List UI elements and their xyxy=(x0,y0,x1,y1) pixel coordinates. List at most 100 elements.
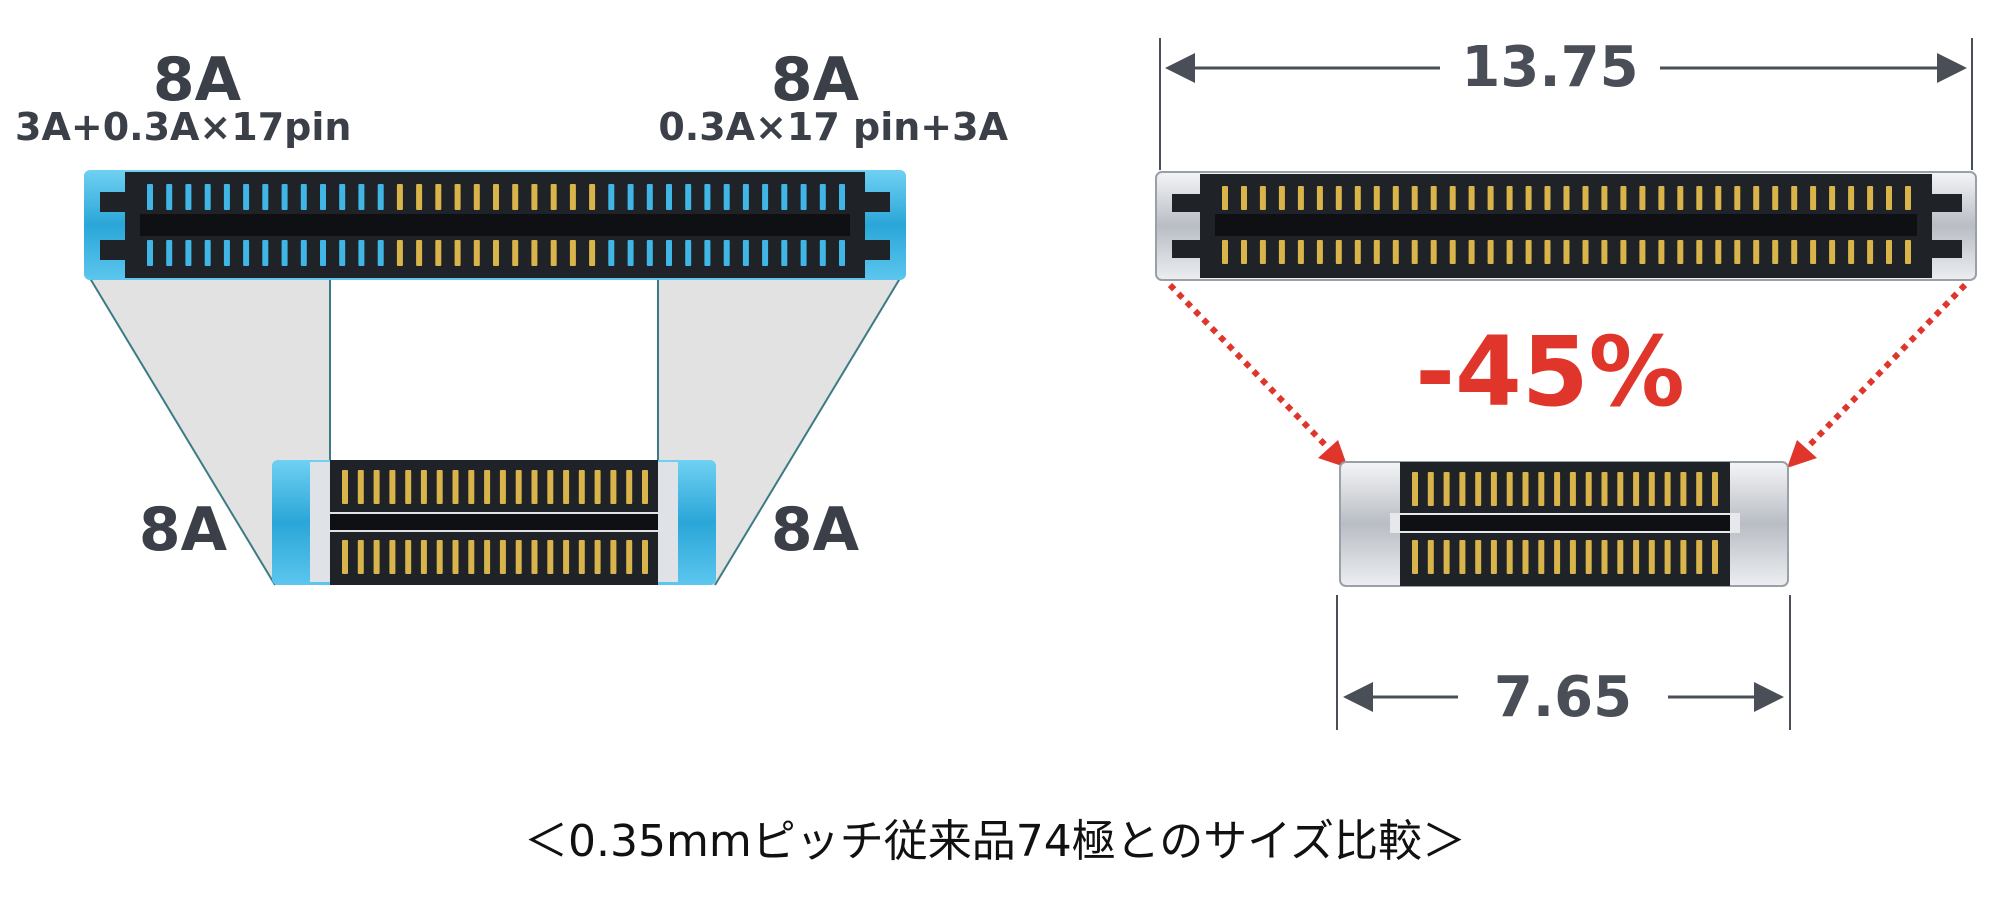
contact-pin xyxy=(1585,540,1592,574)
contact-pin xyxy=(281,240,288,266)
contact-pin xyxy=(1680,472,1687,506)
left-panel: 8A 3A+0.3A×17pin 8A 0.3A×17 pin+3A 8A 8A xyxy=(15,45,1009,586)
contact-pin xyxy=(1354,186,1361,210)
contact-pin xyxy=(1867,240,1874,264)
contact-pin xyxy=(420,470,427,504)
contact-pin xyxy=(1905,186,1911,210)
contact-pin xyxy=(493,184,499,210)
contact-pin xyxy=(1696,540,1703,574)
contact-pin xyxy=(1905,240,1911,264)
contact-pin xyxy=(781,240,788,266)
projection-line xyxy=(714,274,903,586)
pin-row-top xyxy=(147,184,845,210)
contact-pin xyxy=(1620,186,1627,210)
contact-pin xyxy=(1712,540,1718,574)
contact-pin xyxy=(435,184,442,210)
contact-pin xyxy=(1601,186,1608,210)
contact-pin xyxy=(1696,186,1703,210)
contact-pin xyxy=(1506,240,1513,264)
contact-pin xyxy=(1468,240,1475,264)
contact-pin xyxy=(1525,186,1532,210)
contact-pin xyxy=(608,184,615,210)
contact-pin xyxy=(1715,186,1722,210)
contact-pin xyxy=(339,184,346,210)
contact-pin xyxy=(147,240,153,266)
contact-pin xyxy=(626,540,633,574)
contact-pin xyxy=(1810,186,1817,210)
contact-pin xyxy=(320,240,326,266)
contact-pin xyxy=(373,540,380,574)
contact-pin xyxy=(512,240,519,266)
contact-pin xyxy=(1601,472,1608,506)
contact-pin xyxy=(357,540,364,574)
small-connector-grey xyxy=(1339,461,1789,587)
contact-pin xyxy=(1664,472,1671,506)
contact-pin xyxy=(531,240,538,266)
contact-pin xyxy=(742,240,749,266)
contact-pin xyxy=(358,240,365,266)
contact-pin xyxy=(373,470,380,504)
contact-pin xyxy=(1335,240,1342,264)
contact-pin xyxy=(839,240,845,266)
contact-pin xyxy=(454,184,461,210)
contact-pin xyxy=(1810,240,1817,264)
contact-pin xyxy=(594,540,601,574)
contact-pin xyxy=(452,470,459,504)
contact-pin xyxy=(1522,472,1529,506)
contact-pin xyxy=(610,470,617,504)
contact-pin xyxy=(484,470,491,504)
contact-pin xyxy=(563,540,570,574)
contact-pin xyxy=(1525,240,1532,264)
contact-pin xyxy=(819,184,826,210)
contact-pin xyxy=(1316,240,1323,264)
reduction-arrowhead-right xyxy=(1787,440,1817,468)
contact-pin xyxy=(389,540,396,574)
contact-pin xyxy=(666,240,672,266)
contact-pin xyxy=(1658,186,1665,210)
contact-pin xyxy=(704,184,711,210)
contact-pin xyxy=(1563,186,1570,210)
contact-pin xyxy=(223,184,230,210)
contact-pin xyxy=(578,540,585,574)
contact-pin xyxy=(1633,472,1640,506)
contact-pin xyxy=(704,240,711,266)
contact-pin xyxy=(1373,240,1380,264)
contact-pin xyxy=(1696,240,1703,264)
contact-pin xyxy=(762,184,769,210)
contact-pin xyxy=(1886,240,1892,264)
top-left-current-label: 8A xyxy=(153,45,242,115)
contact-pin xyxy=(484,540,491,574)
contact-pin xyxy=(1554,540,1561,574)
contact-pin xyxy=(1633,540,1640,574)
contact-pin xyxy=(1620,240,1627,264)
contact-pin xyxy=(685,184,692,210)
contact-pin xyxy=(243,184,250,210)
contact-pin xyxy=(563,470,570,504)
contact-pin xyxy=(1554,472,1561,506)
contact-pin xyxy=(1538,540,1545,574)
contact-pin xyxy=(642,470,648,504)
contact-pin xyxy=(1867,186,1874,210)
contact-pin xyxy=(1506,186,1513,210)
contact-pin xyxy=(1753,186,1760,210)
contact-pin xyxy=(1734,240,1741,264)
contact-pin xyxy=(1538,472,1545,506)
contact-pin xyxy=(550,184,557,210)
contact-pin xyxy=(1677,240,1684,264)
contact-pin xyxy=(1829,240,1836,264)
contact-pin xyxy=(262,184,269,210)
bottom-width-dimension: 7.65 xyxy=(1494,665,1632,730)
contact-pin xyxy=(515,470,522,504)
projection-shade-left xyxy=(88,275,330,585)
contact-pin xyxy=(1639,240,1646,264)
contact-pin xyxy=(512,184,519,210)
reduction-arrow-right xyxy=(1797,282,1968,458)
contact-pin xyxy=(300,240,307,266)
contact-pin xyxy=(1241,186,1247,210)
contact-pin xyxy=(626,470,633,504)
contact-pin xyxy=(1487,240,1494,264)
pin-row-bottom xyxy=(1222,240,1911,264)
contact-pin xyxy=(185,184,192,210)
